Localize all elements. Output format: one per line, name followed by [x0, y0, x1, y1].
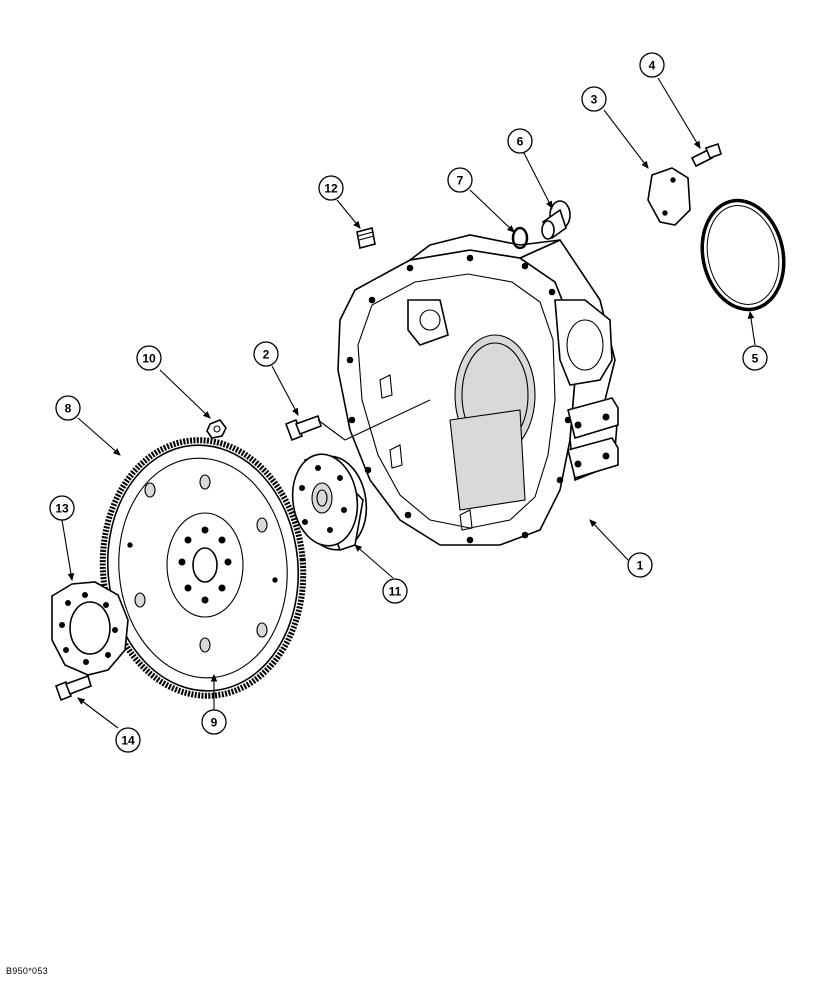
housing-plug: [356, 227, 376, 249]
callout-4: 4: [639, 52, 665, 78]
leader-lines: [61, 77, 756, 729]
callout-label: 7: [457, 174, 464, 188]
callout-label: 12: [324, 182, 338, 196]
adapter-hub: [291, 453, 368, 551]
backing-plate: [51, 581, 129, 676]
flywheel-bolt: [54, 674, 92, 702]
callout-3: 3: [581, 86, 607, 112]
callout-10: 10: [136, 345, 162, 371]
callout-13: 13: [49, 495, 75, 521]
callout-7: 7: [447, 167, 473, 193]
callout-8: 8: [55, 395, 81, 421]
callout-label: 3: [591, 93, 598, 107]
callout-label: 14: [121, 734, 135, 748]
o-ring: [700, 198, 786, 312]
snap-ring: [511, 226, 529, 250]
callout-label: 9: [211, 716, 218, 730]
figure-id: B950*053: [6, 966, 48, 976]
callout-label: 8: [65, 402, 72, 416]
callout-label: 13: [55, 502, 69, 516]
callout-label: 11: [389, 585, 402, 599]
callout-2: 2: [253, 341, 279, 367]
callout-label: 4: [649, 59, 656, 73]
callout-14: 14: [115, 727, 141, 753]
callout-5: 5: [742, 345, 768, 371]
plug: [541, 200, 571, 240]
callout-12: 12: [318, 175, 344, 201]
cover-bolt: [690, 142, 722, 168]
callout-label: 1: [637, 559, 644, 573]
callout-11: 11: [382, 578, 408, 604]
callout-6: 6: [507, 128, 533, 154]
callout-9: 9: [201, 709, 227, 735]
callout-label: 2: [263, 348, 270, 362]
callout-label: 5: [752, 352, 759, 366]
flywheel-housing: [337, 234, 619, 546]
mounting-bolt: [284, 414, 322, 442]
callout-label: 6: [517, 135, 524, 149]
nut: [206, 419, 227, 439]
callout-label: 10: [142, 352, 156, 366]
callout-1: 1: [627, 552, 653, 578]
flywheel: [99, 437, 307, 699]
cover-plate: [647, 167, 691, 226]
